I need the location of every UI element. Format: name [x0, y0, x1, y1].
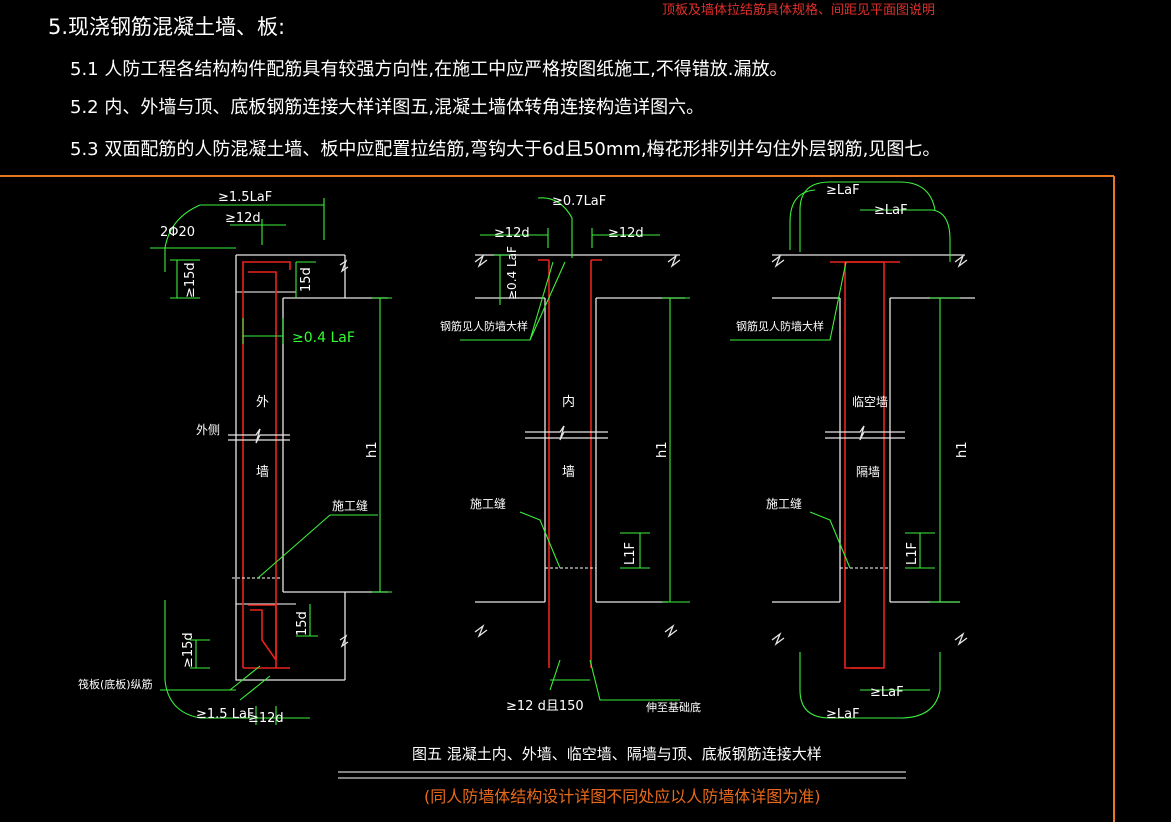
temp-l1f: L1F: [905, 542, 920, 565]
outer-side-label: 外侧: [196, 423, 220, 437]
temp-dim-laf-1: ≥LaF: [826, 183, 860, 198]
inner-dim-12d-right: ≥12d: [608, 226, 644, 241]
outer-dim-top-laf: ≥1.5LaF: [218, 190, 272, 205]
inner-dim-07laf: ≥0.7LaF: [552, 194, 606, 209]
header-notes: 5.现浇钢筋混凝土墙、板: 顶板及墙体拉结筋具体规格、间距见平面图说明 5.1 …: [48, 2, 940, 160]
inner-h1: h1: [655, 441, 670, 458]
inner-dim-bottom: ≥12 d且150: [506, 699, 584, 714]
outer-bar-label: 2Φ20: [160, 225, 195, 240]
detail-inner-wall: ≥0.7LaF ≥12d ≥12d ≥0.4 LaF 钢筋见人防墙大样 内 墙 …: [440, 194, 701, 714]
detail-outer-wall: ≥1.5LaF ≥12d 2Φ20 ≥15d 15d ≥0.4 LaF 外侧 外…: [78, 190, 392, 726]
temp-h1: h1: [955, 441, 970, 458]
inner-l1f: L1F: [623, 542, 638, 565]
temp-wall-label-1: 临空墙: [852, 395, 888, 409]
outer-dim-15d-left-bot: ≥15d: [181, 632, 196, 668]
outer-dim-bot-laf: ≥1.5 LaF: [196, 707, 254, 722]
detail-temp-wall: ≥LaF ≥LaF 钢筋见人防墙大样 临空墙 隔墙 h1 施工缝 L1F ≥La…: [730, 181, 975, 722]
outer-wall-char-1: 外: [256, 395, 269, 410]
temp-wall-label-2: 隔墙: [856, 465, 880, 479]
temp-dim-laf-3: ≥LaF: [870, 685, 904, 700]
section-title: 5.现浇钢筋混凝土墙、板:: [48, 15, 285, 39]
outer-h1: h1: [365, 441, 380, 458]
note-5-2: 5.2 内、外墙与顶、底板钢筋连接大样详图五,混凝土墙体转角连接构造详图六。: [70, 97, 704, 118]
outer-dim-04laf: ≥0.4 LaF: [292, 330, 355, 346]
inner-dim-12d-left: ≥12d: [494, 226, 530, 241]
red-note: 顶板及墙体拉结筋具体规格、间距见平面图说明: [662, 2, 935, 18]
outer-wall-char-2: 墙: [256, 465, 269, 480]
caption-note: (同人防墙体结构设计详图不同处应以人防墙体详图为准): [424, 787, 821, 806]
temp-dim-laf-4: ≥LaF: [826, 707, 860, 722]
note-5-3: 5.3 双面配筋的人防混凝土墙、板中应配置拉结筋,弯钩大于6d且50mm,梅花形…: [70, 139, 940, 160]
outer-joint-label: 施工缝: [332, 498, 368, 513]
outer-dim-15d-left-top: ≥15d: [183, 262, 198, 298]
inner-dim-04laf: ≥0.4 LaF: [505, 246, 519, 300]
temp-rebar-note: 钢筋见人防墙大样: [736, 319, 824, 333]
temp-dim-laf-2: ≥LaF: [874, 203, 908, 218]
figure-caption: 图五 混凝土内、外墙、临空墙、隔墙与顶、底板钢筋连接大样 (同人防墙体结构设计详…: [338, 745, 906, 806]
outer-dim-bot-12d: ≥12d: [248, 711, 284, 726]
note-5-1: 5.1 人防工程各结构构件配筋具有较强方向性,在施工中应严格按图纸施工,不得错放…: [70, 59, 788, 80]
inner-rebar-note: 钢筋见人防墙大样: [440, 319, 528, 333]
temp-joint-label: 施工缝: [766, 496, 802, 511]
outer-dim-top-12d: ≥12d: [225, 211, 261, 226]
inner-base-note: 伸至基础底: [646, 700, 701, 714]
inner-wall-char-1: 内: [562, 394, 575, 410]
inner-wall-char-2: 墙: [562, 465, 575, 480]
inner-joint-label: 施工缝: [470, 496, 506, 511]
outer-dim-15d-right-top: 15d: [299, 267, 314, 292]
caption-title: 图五 混凝土内、外墙、临空墙、隔墙与顶、底板钢筋连接大样: [412, 745, 822, 763]
outer-dim-15d-right-bot: 15d: [295, 611, 310, 636]
drawing-frame: [0, 175, 1115, 822]
outer-slab-note: 筏板(底板)纵筋: [78, 677, 153, 691]
